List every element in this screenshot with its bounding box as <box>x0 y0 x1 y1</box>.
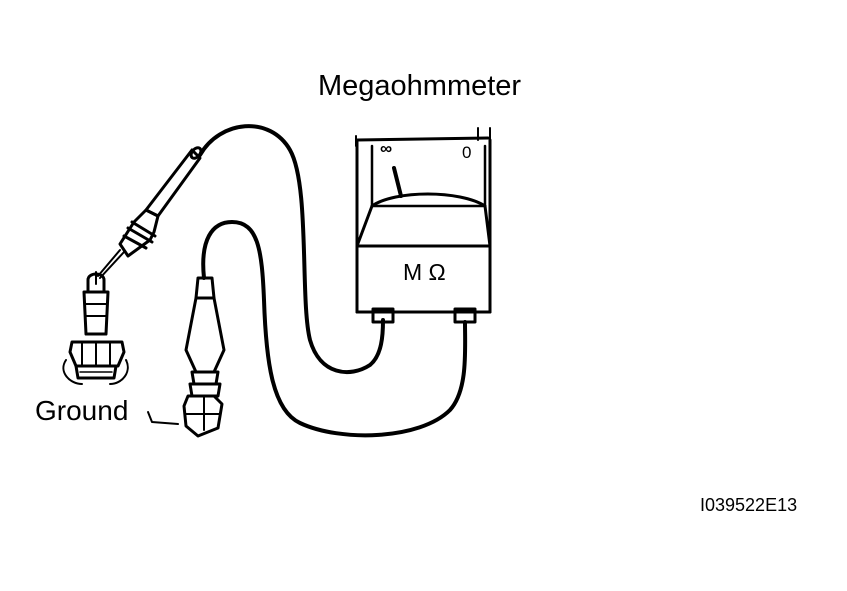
meter-terminal-right <box>453 307 477 324</box>
meter-terminal-left <box>371 307 395 324</box>
megaohmmeter-label: Megaohmmeter <box>318 70 522 102</box>
meter-dial-arc <box>370 192 487 208</box>
probe-lead-wire <box>198 124 385 374</box>
spark-plug-icon <box>62 271 129 385</box>
test-probe-icon <box>97 146 203 279</box>
ground-label: Ground <box>35 395 129 426</box>
meter-scale-zero: 0 <box>462 143 472 162</box>
meter-needle <box>392 166 403 198</box>
meter-unit-label: M Ω <box>403 259 446 285</box>
figure-id-label: I039522E13 <box>700 495 798 515</box>
ground-clip-icon <box>182 276 226 438</box>
meter-dial-window <box>370 144 487 208</box>
ground-lead-wire <box>201 220 468 438</box>
meter-scale-infinity: ∞ <box>380 139 392 158</box>
ground-leader-line <box>147 411 179 425</box>
megaohmmeter-icon <box>355 127 492 324</box>
